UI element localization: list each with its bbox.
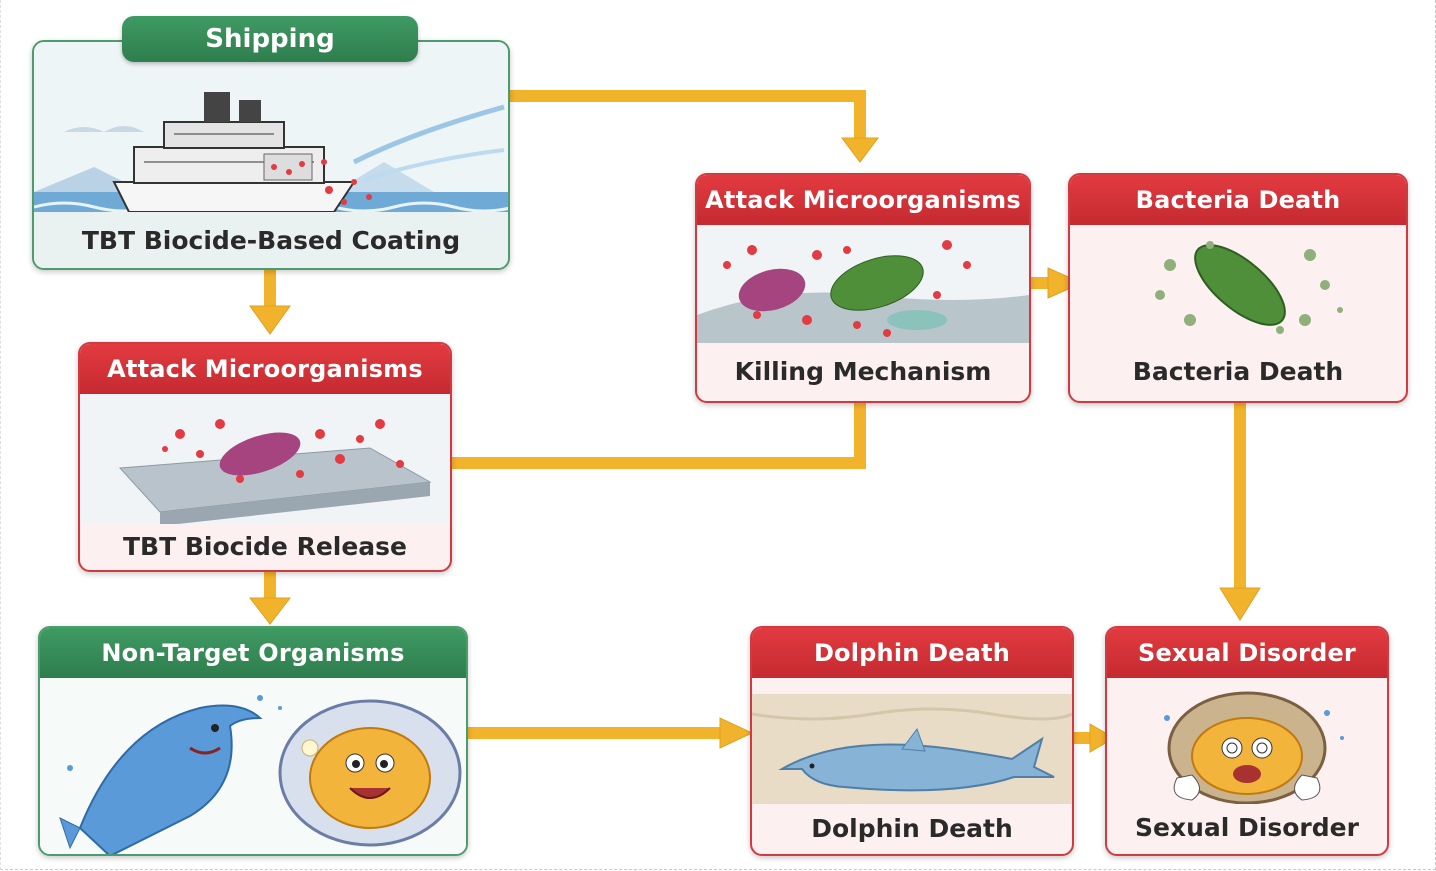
arrowhead — [1047, 267, 1084, 299]
dolphin-death-header: Dolphin Death — [752, 628, 1072, 678]
bacteria-death-header: Bacteria Death — [1070, 175, 1406, 225]
bacteria-death-caption: Bacteria Death — [1132, 356, 1344, 386]
non-target-header: Non-Target Organisms — [40, 628, 466, 678]
attack-left-caption: TBT Biocide Release — [122, 531, 408, 561]
arrowhead — [1219, 587, 1261, 621]
bacteria-attack-icon — [697, 225, 1029, 343]
dolphin-death-caption: Dolphin Death — [811, 813, 1013, 843]
attack-left-header: Attack Microorganisms — [80, 344, 450, 394]
node-shipping: TBT Biocide-Based Coating — [32, 40, 510, 270]
node-attack-microorganisms-top: Attack Microorganisms Killing Mechanism — [695, 173, 1031, 403]
bacteria-on-surface-icon — [80, 394, 450, 524]
arrowhead — [1089, 723, 1115, 753]
node-sexual-disorder: Sexual Disorder Sexual Disorder — [1105, 626, 1389, 856]
node-attack-microorganisms-left: Attack Microorganisms TBT Biocide Releas… — [78, 342, 452, 572]
arrow-shipping-to-attack-top — [510, 90, 866, 140]
arrowhead — [841, 137, 879, 163]
attack-top-header: Attack Microorganisms — [697, 175, 1029, 225]
attack-top-caption: Killing Mechanism — [734, 356, 992, 386]
dead-bacterium-icon — [1070, 225, 1406, 343]
stranded-dolphin-icon — [752, 694, 1072, 804]
node-non-target-organisms: Non-Target Organisms — [38, 626, 468, 856]
node-bacteria-death: Bacteria Death Bacteria Death — [1068, 173, 1408, 403]
node-dolphin-death: Dolphin Death Dolphin Death — [750, 626, 1074, 856]
arrowhead — [248, 597, 292, 625]
sexual-disorder-header: Sexual Disorder — [1107, 628, 1387, 678]
distressed-oyster-icon — [1107, 678, 1387, 804]
arrowhead — [249, 305, 291, 335]
dolphin-and-oyster-icon — [40, 678, 466, 854]
arrowhead — [719, 717, 754, 749]
ship-icon — [34, 42, 508, 212]
shipping-header: Shipping — [122, 16, 418, 62]
shipping-caption: TBT Biocide-Based Coating — [34, 212, 508, 268]
arrow-attack-left-to-attack-top — [452, 402, 866, 469]
sexual-disorder-caption: Sexual Disorder — [1135, 812, 1359, 842]
